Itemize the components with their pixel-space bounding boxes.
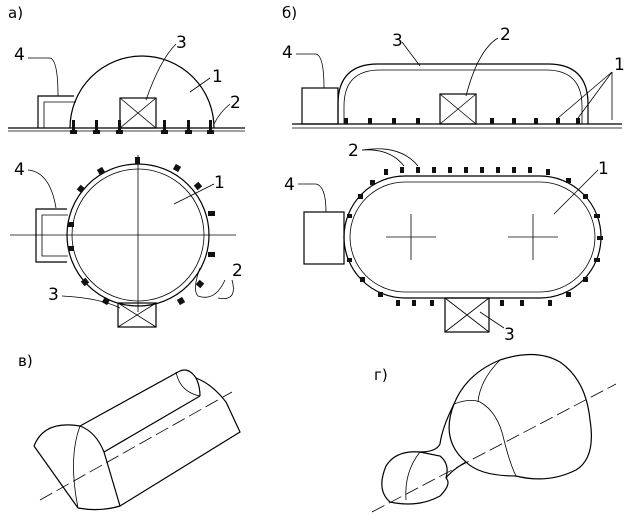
large-dome bbox=[448, 353, 592, 480]
callout-3: 3 bbox=[176, 33, 187, 53]
airlock-plan-b bbox=[303, 211, 345, 265]
back-right-side bbox=[119, 377, 241, 507]
fan-unit bbox=[119, 97, 157, 129]
panel-b-side-view: б) 4 3 2 bbox=[282, 4, 625, 129]
callout-1-plan: 1 bbox=[214, 173, 225, 193]
callout-3-b: 3 bbox=[392, 31, 403, 51]
airlock-plan-inner bbox=[41, 214, 68, 257]
anchor-ring bbox=[68, 157, 215, 306]
large-dome-seam bbox=[453, 400, 517, 477]
leader-4 bbox=[28, 57, 59, 97]
leader-1b-b bbox=[577, 71, 613, 119]
panel-a-plan-view: 4 1 2 3 bbox=[10, 155, 243, 328]
tunnel-axis bbox=[39, 391, 233, 501]
leader-3 bbox=[145, 43, 177, 101]
leader-2b-plan-b bbox=[361, 148, 419, 167]
callout-2: 2 bbox=[230, 93, 241, 113]
dome-inner bbox=[71, 168, 205, 302]
front-left-base bbox=[33, 445, 79, 509]
anchor-row-b bbox=[344, 118, 580, 124]
leader-2a-plan bbox=[195, 267, 226, 298]
callout-2-b: 2 bbox=[500, 25, 511, 45]
fan-unit-b bbox=[439, 93, 477, 125]
large-dome-top-seam bbox=[477, 359, 501, 403]
leader-1-plan-b bbox=[553, 169, 599, 215]
fan-unit-plan-b bbox=[444, 297, 490, 333]
neck-lower bbox=[445, 461, 467, 479]
panel-a-label: а) bbox=[8, 4, 23, 22]
airlock-plan-outer bbox=[35, 208, 67, 263]
top-ridge-left bbox=[79, 371, 179, 427]
small-dome-seam bbox=[405, 451, 421, 501]
leader-4-b bbox=[296, 53, 325, 89]
fan-unit-plan bbox=[117, 302, 157, 328]
anchor-ring-b bbox=[347, 167, 603, 306]
front-arch bbox=[33, 424, 105, 453]
callout-3-plan-b: 3 bbox=[504, 325, 515, 345]
combined-axis bbox=[371, 383, 617, 513]
dome-shell bbox=[69, 55, 215, 129]
front-seam bbox=[73, 425, 81, 509]
back-seam bbox=[175, 371, 201, 397]
callout-4-b: 4 bbox=[282, 43, 293, 63]
oval-plan-inner bbox=[349, 181, 596, 293]
callout-2-plan: 2 bbox=[232, 261, 243, 281]
leader-1a-b bbox=[557, 71, 613, 119]
front-right-base bbox=[77, 451, 121, 511]
callout-3-plan: 3 bbox=[48, 285, 59, 305]
callout-1-plan-b: 1 bbox=[598, 159, 609, 179]
leader-3-plan bbox=[61, 295, 121, 309]
panel-g-label: г) bbox=[374, 366, 388, 384]
leader-1-plan bbox=[173, 183, 215, 205]
leader-2 bbox=[213, 103, 231, 125]
callout-4: 4 bbox=[14, 45, 25, 65]
panel-v-label: в) bbox=[18, 352, 33, 370]
airlock-inner bbox=[43, 101, 76, 128]
oval-shell-inner bbox=[343, 69, 583, 124]
callout-2-plan-b: 2 bbox=[348, 141, 359, 161]
leader-3-plan-b bbox=[479, 311, 505, 329]
neck-upper bbox=[419, 403, 455, 453]
leader-3-b bbox=[401, 41, 421, 67]
leader-2-b bbox=[465, 37, 499, 97]
panel-g-combined-dome: г) bbox=[371, 353, 617, 513]
airlock-b bbox=[301, 87, 339, 125]
callout-4-plan-b: 4 bbox=[284, 175, 295, 195]
panel-b-label: б) bbox=[282, 4, 297, 22]
callout-1: 1 bbox=[212, 67, 223, 87]
leader-4-plan bbox=[27, 169, 57, 209]
anchor-set bbox=[70, 120, 214, 134]
callout-4-plan: 4 bbox=[14, 160, 25, 180]
leader-4-plan-b bbox=[298, 183, 327, 213]
leader-1 bbox=[189, 77, 211, 93]
airlock-outer bbox=[37, 95, 74, 128]
top-ridge-right bbox=[103, 395, 201, 453]
oval-shell-outer bbox=[337, 63, 589, 124]
panel-a-side-view: а) 4 3 1 2 bbox=[8, 4, 245, 134]
leader-2a-plan-b bbox=[361, 149, 405, 167]
leader-2b-plan bbox=[217, 279, 234, 299]
oval-plan-outer bbox=[343, 175, 602, 299]
panel-v-tunnel-dome: в) bbox=[18, 352, 241, 511]
callout-1-b: 1 bbox=[614, 55, 625, 75]
panel-b-plan-view: 4 2 1 3 bbox=[284, 141, 609, 345]
